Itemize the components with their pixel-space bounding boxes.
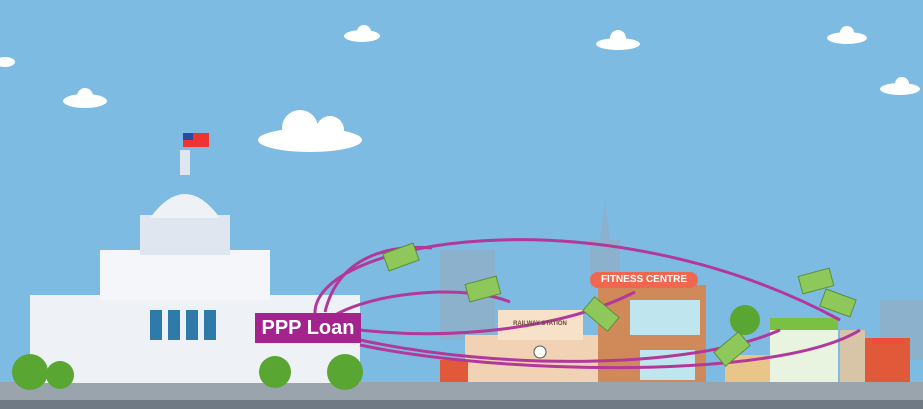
fitness-centre-sign: FITNESS CENTRE (590, 272, 698, 288)
railway-station-sign: RAILWAY STATION (513, 321, 567, 327)
dollar-bills (382, 242, 857, 367)
ppp-loan-label: PPP Loan (255, 313, 361, 343)
clouds (0, 25, 920, 152)
money-flow-arrows (313, 238, 861, 370)
capitol-building (12, 133, 363, 390)
